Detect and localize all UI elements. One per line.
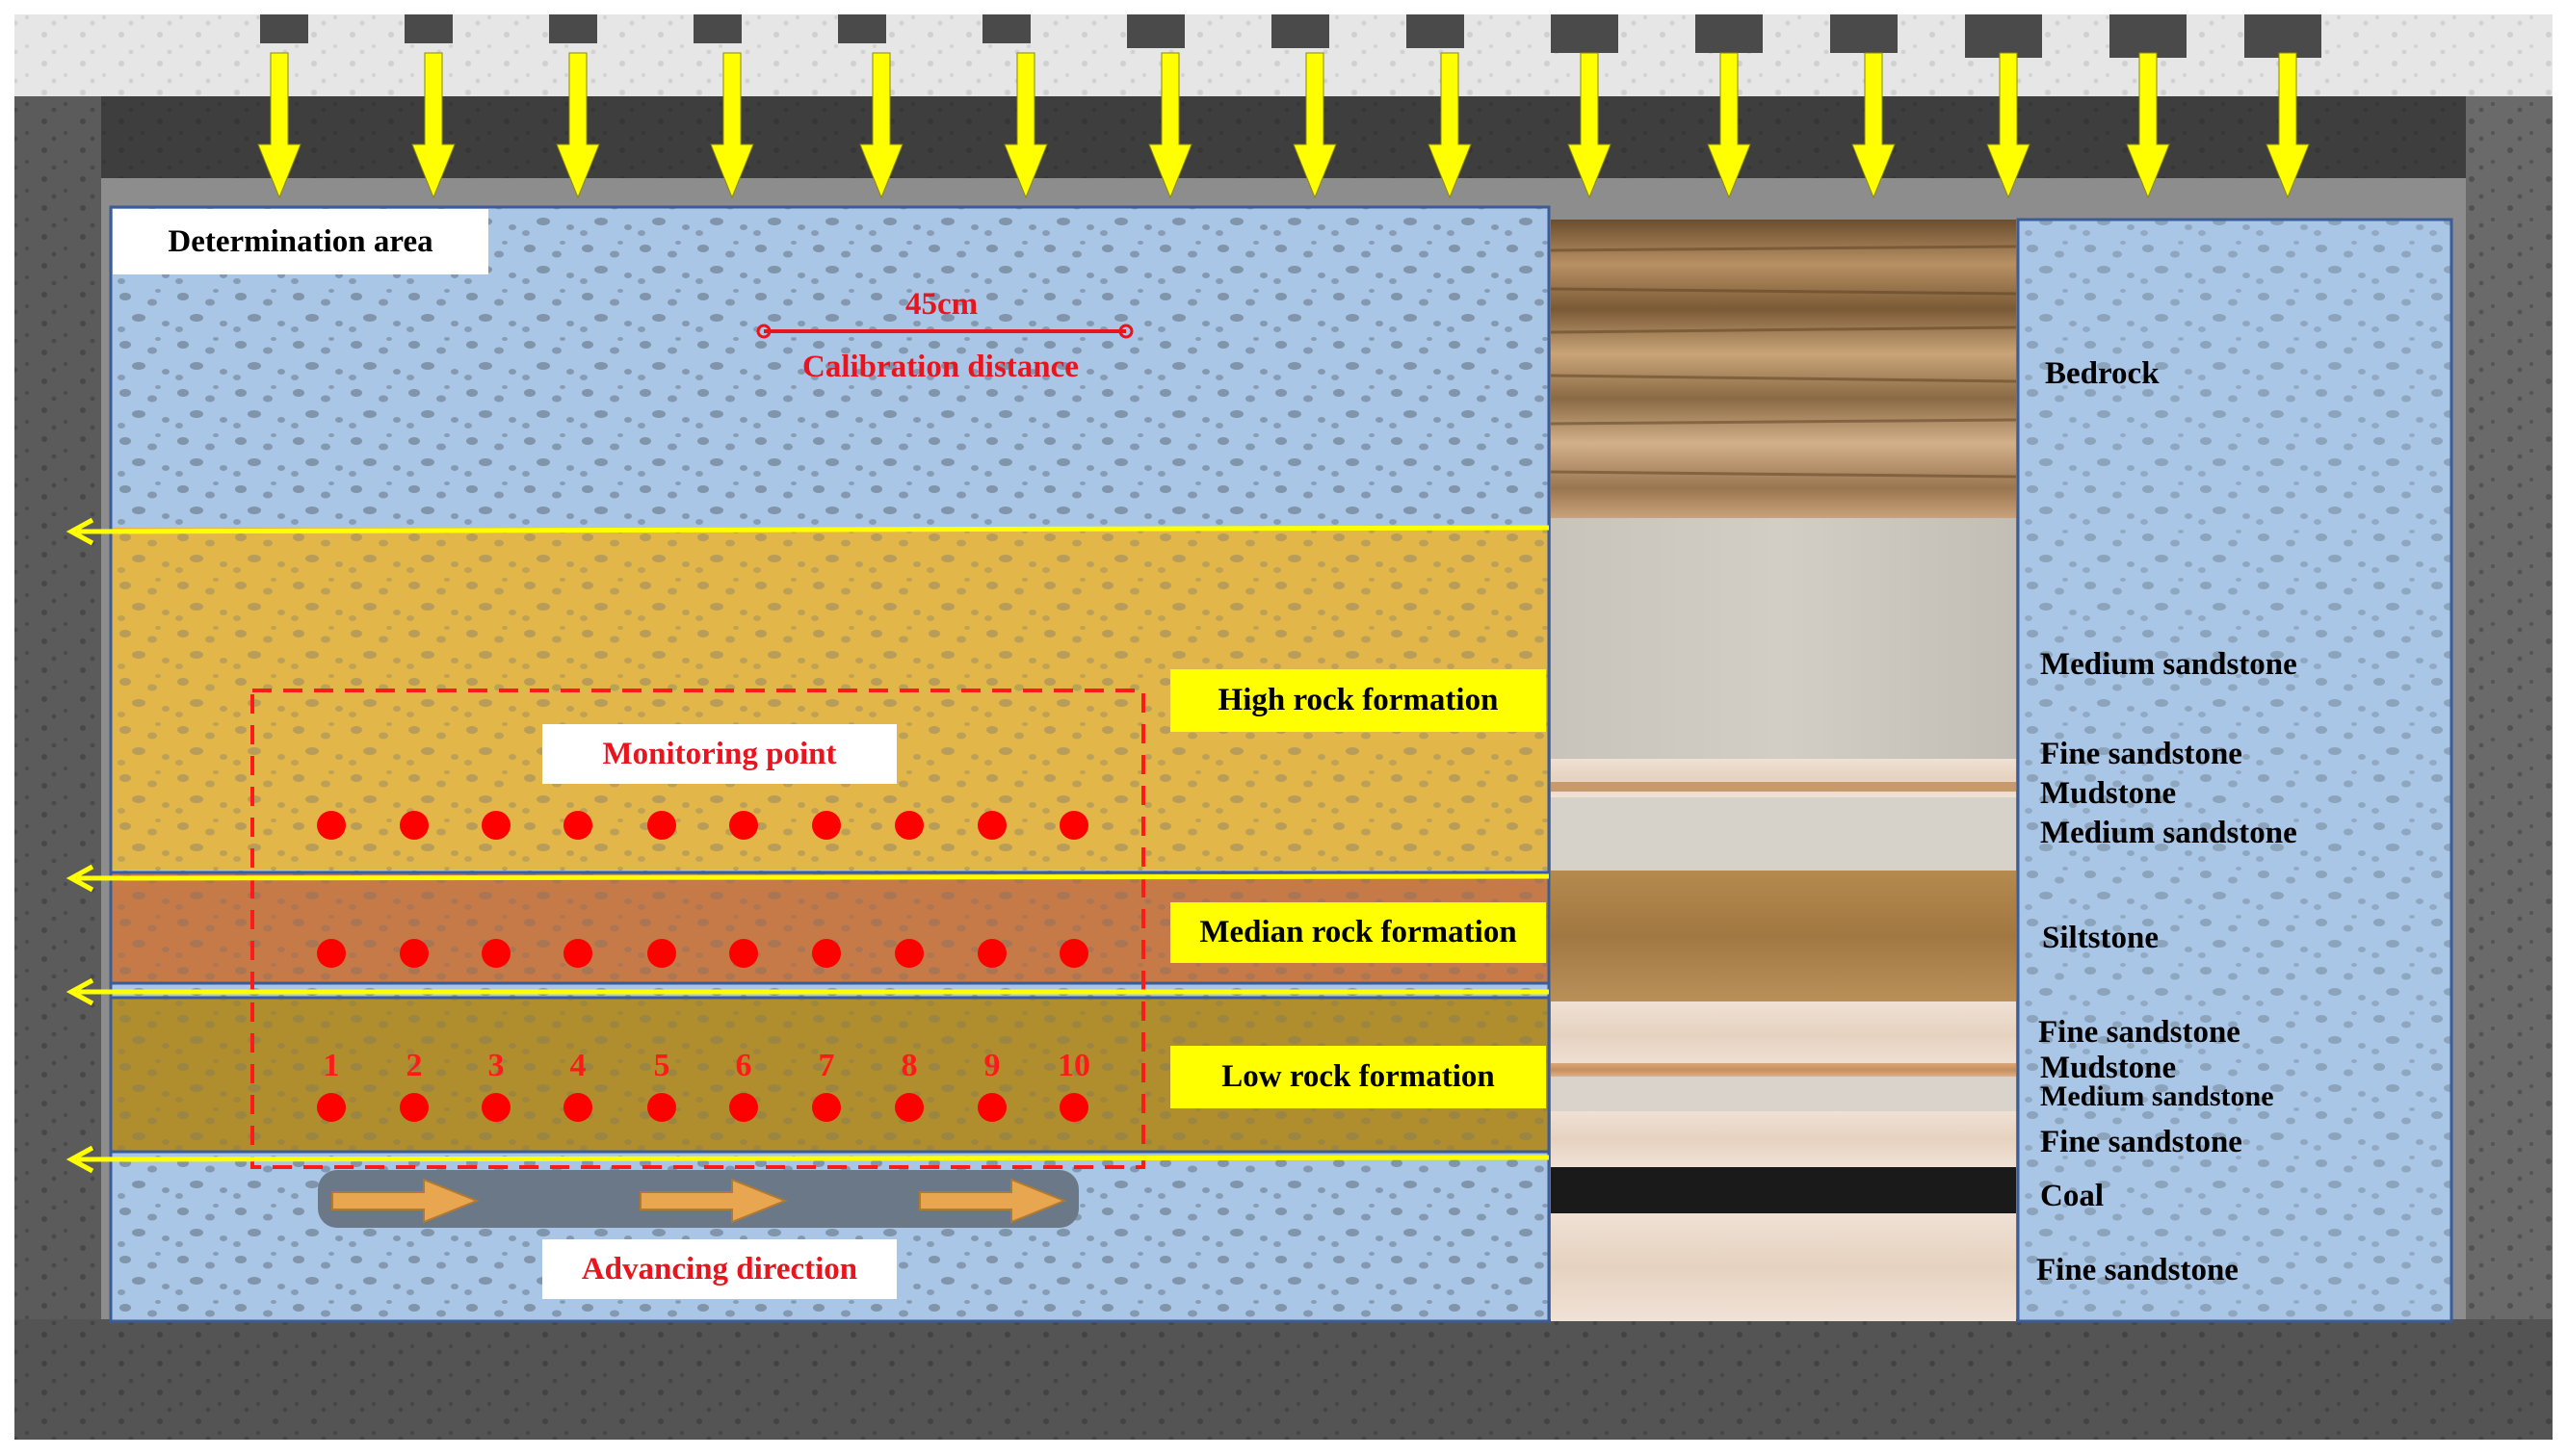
monitoring-point xyxy=(1060,939,1088,968)
monitoring-point xyxy=(400,939,429,968)
monitoring-point-number: 10 xyxy=(1058,1048,1090,1083)
load-arrow-icon xyxy=(411,52,456,199)
layer-boundary-arrow-icon xyxy=(76,525,1550,534)
load-arrow-icon xyxy=(1428,52,1472,199)
monitoring-point xyxy=(563,1093,592,1122)
load-arrow-icon xyxy=(1986,52,2030,199)
monitoring-point xyxy=(729,939,758,968)
advance-arrow-icon xyxy=(919,1178,1067,1224)
advancing-direction-label: Advancing direction xyxy=(542,1239,897,1299)
monitoring-point xyxy=(647,939,676,968)
load-arrow-icon xyxy=(556,52,600,199)
monitoring-point-number: 5 xyxy=(653,1048,670,1083)
stratum-medium-sandstone-3-label: Medium sandstone xyxy=(2040,1080,2274,1112)
monitoring-point xyxy=(482,939,511,968)
monitoring-point xyxy=(317,1093,346,1122)
load-arrow-icon xyxy=(257,52,301,199)
load-arrow-icon xyxy=(859,52,904,199)
monitoring-point-number: 4 xyxy=(569,1048,587,1083)
stratum-medium-sandstone-2-label: Medium sandstone xyxy=(2040,816,2297,850)
calibration-label: Calibration distance xyxy=(802,350,1079,384)
monitoring-point xyxy=(978,1093,1007,1122)
monitoring-point xyxy=(978,939,1007,968)
load-arrow-icon xyxy=(1293,52,1337,199)
high-rock-formation-label: High rock formation xyxy=(1170,669,1546,732)
stratum-siltstone-label: Siltstone xyxy=(2042,921,2160,955)
monitoring-point-label: Monitoring point xyxy=(542,724,897,784)
calibration-value: 45cm xyxy=(905,287,979,322)
monitoring-point xyxy=(482,811,511,840)
monitoring-point xyxy=(647,811,676,840)
stratum-fine-sandstone-1-label: Fine sandstone xyxy=(2040,737,2242,771)
load-arrows xyxy=(257,52,2310,199)
monitoring-point xyxy=(895,811,924,840)
load-arrow-icon xyxy=(1851,52,1896,199)
stratum-mudstone-1-label: Mudstone xyxy=(2040,776,2177,811)
stratum-fine-sandstone-3-label: Fine sandstone xyxy=(2040,1125,2242,1159)
stratum-mudstone-2-label: Mudstone xyxy=(2040,1051,2177,1085)
monitoring-point xyxy=(812,1093,841,1122)
monitoring-point-number: 2 xyxy=(406,1048,423,1083)
load-arrow-icon xyxy=(2126,52,2170,199)
monitoring-point-number: 1 xyxy=(323,1048,340,1083)
load-arrow-icon xyxy=(710,52,754,199)
stratum-medium-sandstone-1-label: Medium sandstone xyxy=(2040,647,2297,682)
monitoring-point xyxy=(812,939,841,968)
advance-arrow-icon xyxy=(331,1178,480,1224)
monitoring-point xyxy=(1060,1093,1088,1122)
advance-arrow-icon xyxy=(640,1178,788,1224)
monitoring-point xyxy=(812,811,841,840)
monitoring-point xyxy=(400,811,429,840)
load-arrow-icon xyxy=(2266,52,2310,199)
monitoring-point xyxy=(317,811,346,840)
stratum-coal-label: Coal xyxy=(2040,1179,2104,1213)
monitoring-point-number: 6 xyxy=(735,1048,752,1083)
load-arrow-icon xyxy=(1707,52,1751,199)
low-rock-formation-label: Low rock formation xyxy=(1170,1046,1546,1108)
monitoring-point xyxy=(563,939,592,968)
monitoring-point-number: 3 xyxy=(487,1048,505,1083)
load-arrow-icon xyxy=(1148,52,1192,199)
monitoring-point xyxy=(895,1093,924,1122)
monitoring-point xyxy=(729,1093,758,1122)
stratum-fine-sandstone-2-label: Fine sandstone xyxy=(2038,1015,2240,1050)
monitoring-point xyxy=(400,1093,429,1122)
layer-boundary-arrow-icon xyxy=(76,873,1550,881)
monitoring-point xyxy=(895,939,924,968)
layer-boundary-arrow-icon xyxy=(76,1155,1550,1162)
median-rock-formation-label: Median rock formation xyxy=(1170,902,1546,963)
monitoring-point xyxy=(317,939,346,968)
load-arrow-icon xyxy=(1004,52,1048,199)
monitoring-point xyxy=(978,811,1007,840)
stratum-fine-sandstone-4-label: Fine sandstone xyxy=(2036,1253,2239,1287)
monitoring-point-number: 7 xyxy=(818,1048,835,1083)
monitoring-point-number: 9 xyxy=(983,1048,1001,1083)
load-arrow-icon xyxy=(1567,52,1611,199)
monitoring-point-number: 8 xyxy=(901,1048,918,1083)
monitoring-point xyxy=(647,1093,676,1122)
monitoring-point xyxy=(482,1093,511,1122)
monitoring-point xyxy=(563,811,592,840)
monitoring-point xyxy=(729,811,758,840)
stratum-bedrock-label: Bedrock xyxy=(2045,356,2160,391)
determination-area-label: Determination area xyxy=(113,209,488,274)
monitoring-point xyxy=(1060,811,1088,840)
